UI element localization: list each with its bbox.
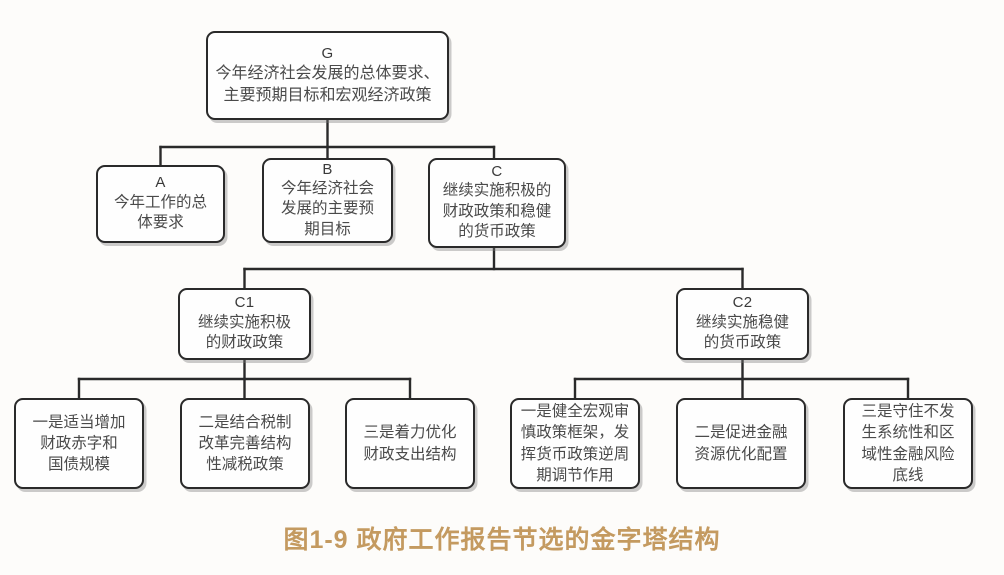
node-b-key: B — [322, 160, 333, 178]
node-g-text: 今年经济社会发展的总体要求、 主要预期目标和宏观经济政策 — [215, 65, 440, 104]
node-c2-key: C2 — [732, 294, 753, 312]
node-a-key: A — [155, 174, 166, 192]
leaf-node-text: 一是适当增加 财政赤字和 国债规模 — [32, 413, 126, 474]
node-c-text: 继续实施积极的 财政政策和稳健 的货币政策 — [442, 182, 552, 241]
leaf-node[interactable]: 二是结合税制 改革完善结构 性减税政策 — [180, 398, 310, 489]
leaf-node-text: 一是健全宏观审 慎政策框架，发 挥货币政策逆周 期调节作用 — [520, 403, 630, 484]
leaf-node-text: 三是守住不发 生系统性和区 域性金融风险 底线 — [861, 403, 955, 484]
leaf-node[interactable]: 一是适当增加 财政赤字和 国债规模 — [14, 398, 144, 489]
node-c2[interactable]: C2 继续实施稳健 的货币政策 — [676, 288, 809, 360]
leaf-node-text: 三是着力优化 财政支出结构 — [363, 424, 457, 463]
node-b-text: 今年经济社会 发展的主要预 期目标 — [280, 179, 374, 238]
leaf-node-text: 二是促进金融 资源优化配置 — [694, 424, 788, 463]
node-c1[interactable]: C1 继续实施积极 的财政政策 — [178, 288, 311, 360]
node-g-key: G — [321, 44, 334, 62]
node-c1-text: 继续实施积极 的财政政策 — [197, 313, 291, 352]
node-c2-text: 继续实施稳健 的货币政策 — [695, 313, 789, 352]
node-c1-key: C1 — [234, 294, 255, 312]
leaf-node[interactable]: 三是守住不发 生系统性和区 域性金融风险 底线 — [843, 398, 973, 489]
figure-caption: 图1-9 政府工作报告节选的金字塔结构 — [283, 526, 721, 554]
node-a-text: 今年工作的总 体要求 — [113, 193, 207, 232]
node-c-key: C — [491, 163, 503, 181]
node-a[interactable]: A 今年工作的总 体要求 — [96, 165, 225, 243]
node-g[interactable]: G 今年经济社会发展的总体要求、 主要预期目标和宏观经济政策 — [206, 31, 449, 120]
node-c[interactable]: C 继续实施积极的 财政政策和稳健 的货币政策 — [428, 158, 566, 248]
leaf-node[interactable]: 一是健全宏观审 慎政策框架，发 挥货币政策逆周 期调节作用 — [510, 398, 640, 489]
node-b[interactable]: B 今年经济社会 发展的主要预 期目标 — [262, 158, 393, 243]
leaf-node[interactable]: 二是促进金融 资源优化配置 — [676, 398, 806, 489]
leaf-node-text: 二是结合税制 改革完善结构 性减税政策 — [198, 413, 292, 474]
leaf-node[interactable]: 三是着力优化 财政支出结构 — [345, 398, 475, 489]
